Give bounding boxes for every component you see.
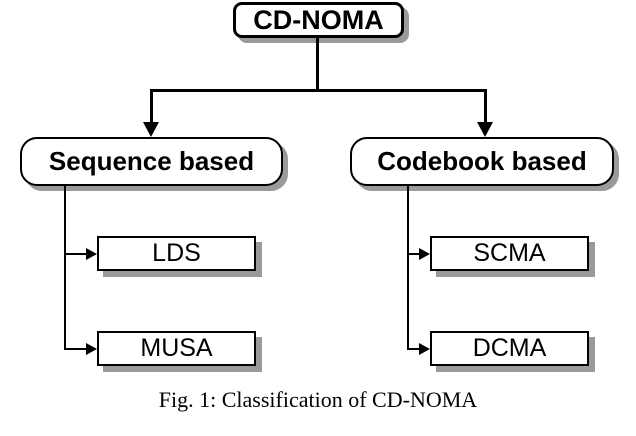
- node-musa: MUSA: [97, 331, 256, 366]
- node-codebook-based-label: Codebook based: [377, 146, 587, 176]
- arrowhead-right-musa-icon: [86, 343, 97, 355]
- figure-caption: Fig. 1: Classification of CD-NOMA: [158, 387, 478, 412]
- node-cd-noma-label: CD-NOMA: [253, 4, 384, 35]
- node-sequence-based-label: Sequence based: [48, 146, 255, 176]
- connector-root-horizontal: [150, 89, 487, 92]
- node-sequence-based: Sequence based: [20, 137, 283, 186]
- node-scma: SCMA: [430, 236, 589, 271]
- node-dcma: DCMA: [430, 331, 589, 366]
- connector-codebook-vertical: [407, 185, 409, 350]
- node-lds: LDS: [97, 236, 256, 271]
- connector-root-vertical: [316, 38, 319, 91]
- arrowhead-right-dcma-icon: [419, 343, 430, 355]
- node-lds-label: LDS: [152, 239, 201, 267]
- connector-musa-horizontal: [64, 348, 88, 350]
- node-codebook-based: Codebook based: [350, 137, 614, 186]
- arrowhead-right-lds-icon: [86, 248, 97, 260]
- arrowhead-right-scma-icon: [419, 248, 430, 260]
- node-cd-noma: CD-NOMA: [233, 2, 404, 38]
- node-scma-label: SCMA: [473, 239, 546, 267]
- connector-scma-horizontal: [407, 253, 421, 255]
- arrowhead-down-left-icon: [143, 122, 159, 137]
- connector-left-branch-drop: [150, 89, 153, 123]
- connector-dcma-horizontal: [407, 348, 421, 350]
- node-musa-label: MUSA: [140, 334, 213, 362]
- connector-right-branch-drop: [484, 89, 487, 123]
- node-dcma-label: DCMA: [472, 334, 547, 362]
- connector-sequence-vertical: [64, 185, 66, 350]
- arrowhead-down-right-icon: [477, 122, 493, 137]
- connector-lds-horizontal: [64, 253, 88, 255]
